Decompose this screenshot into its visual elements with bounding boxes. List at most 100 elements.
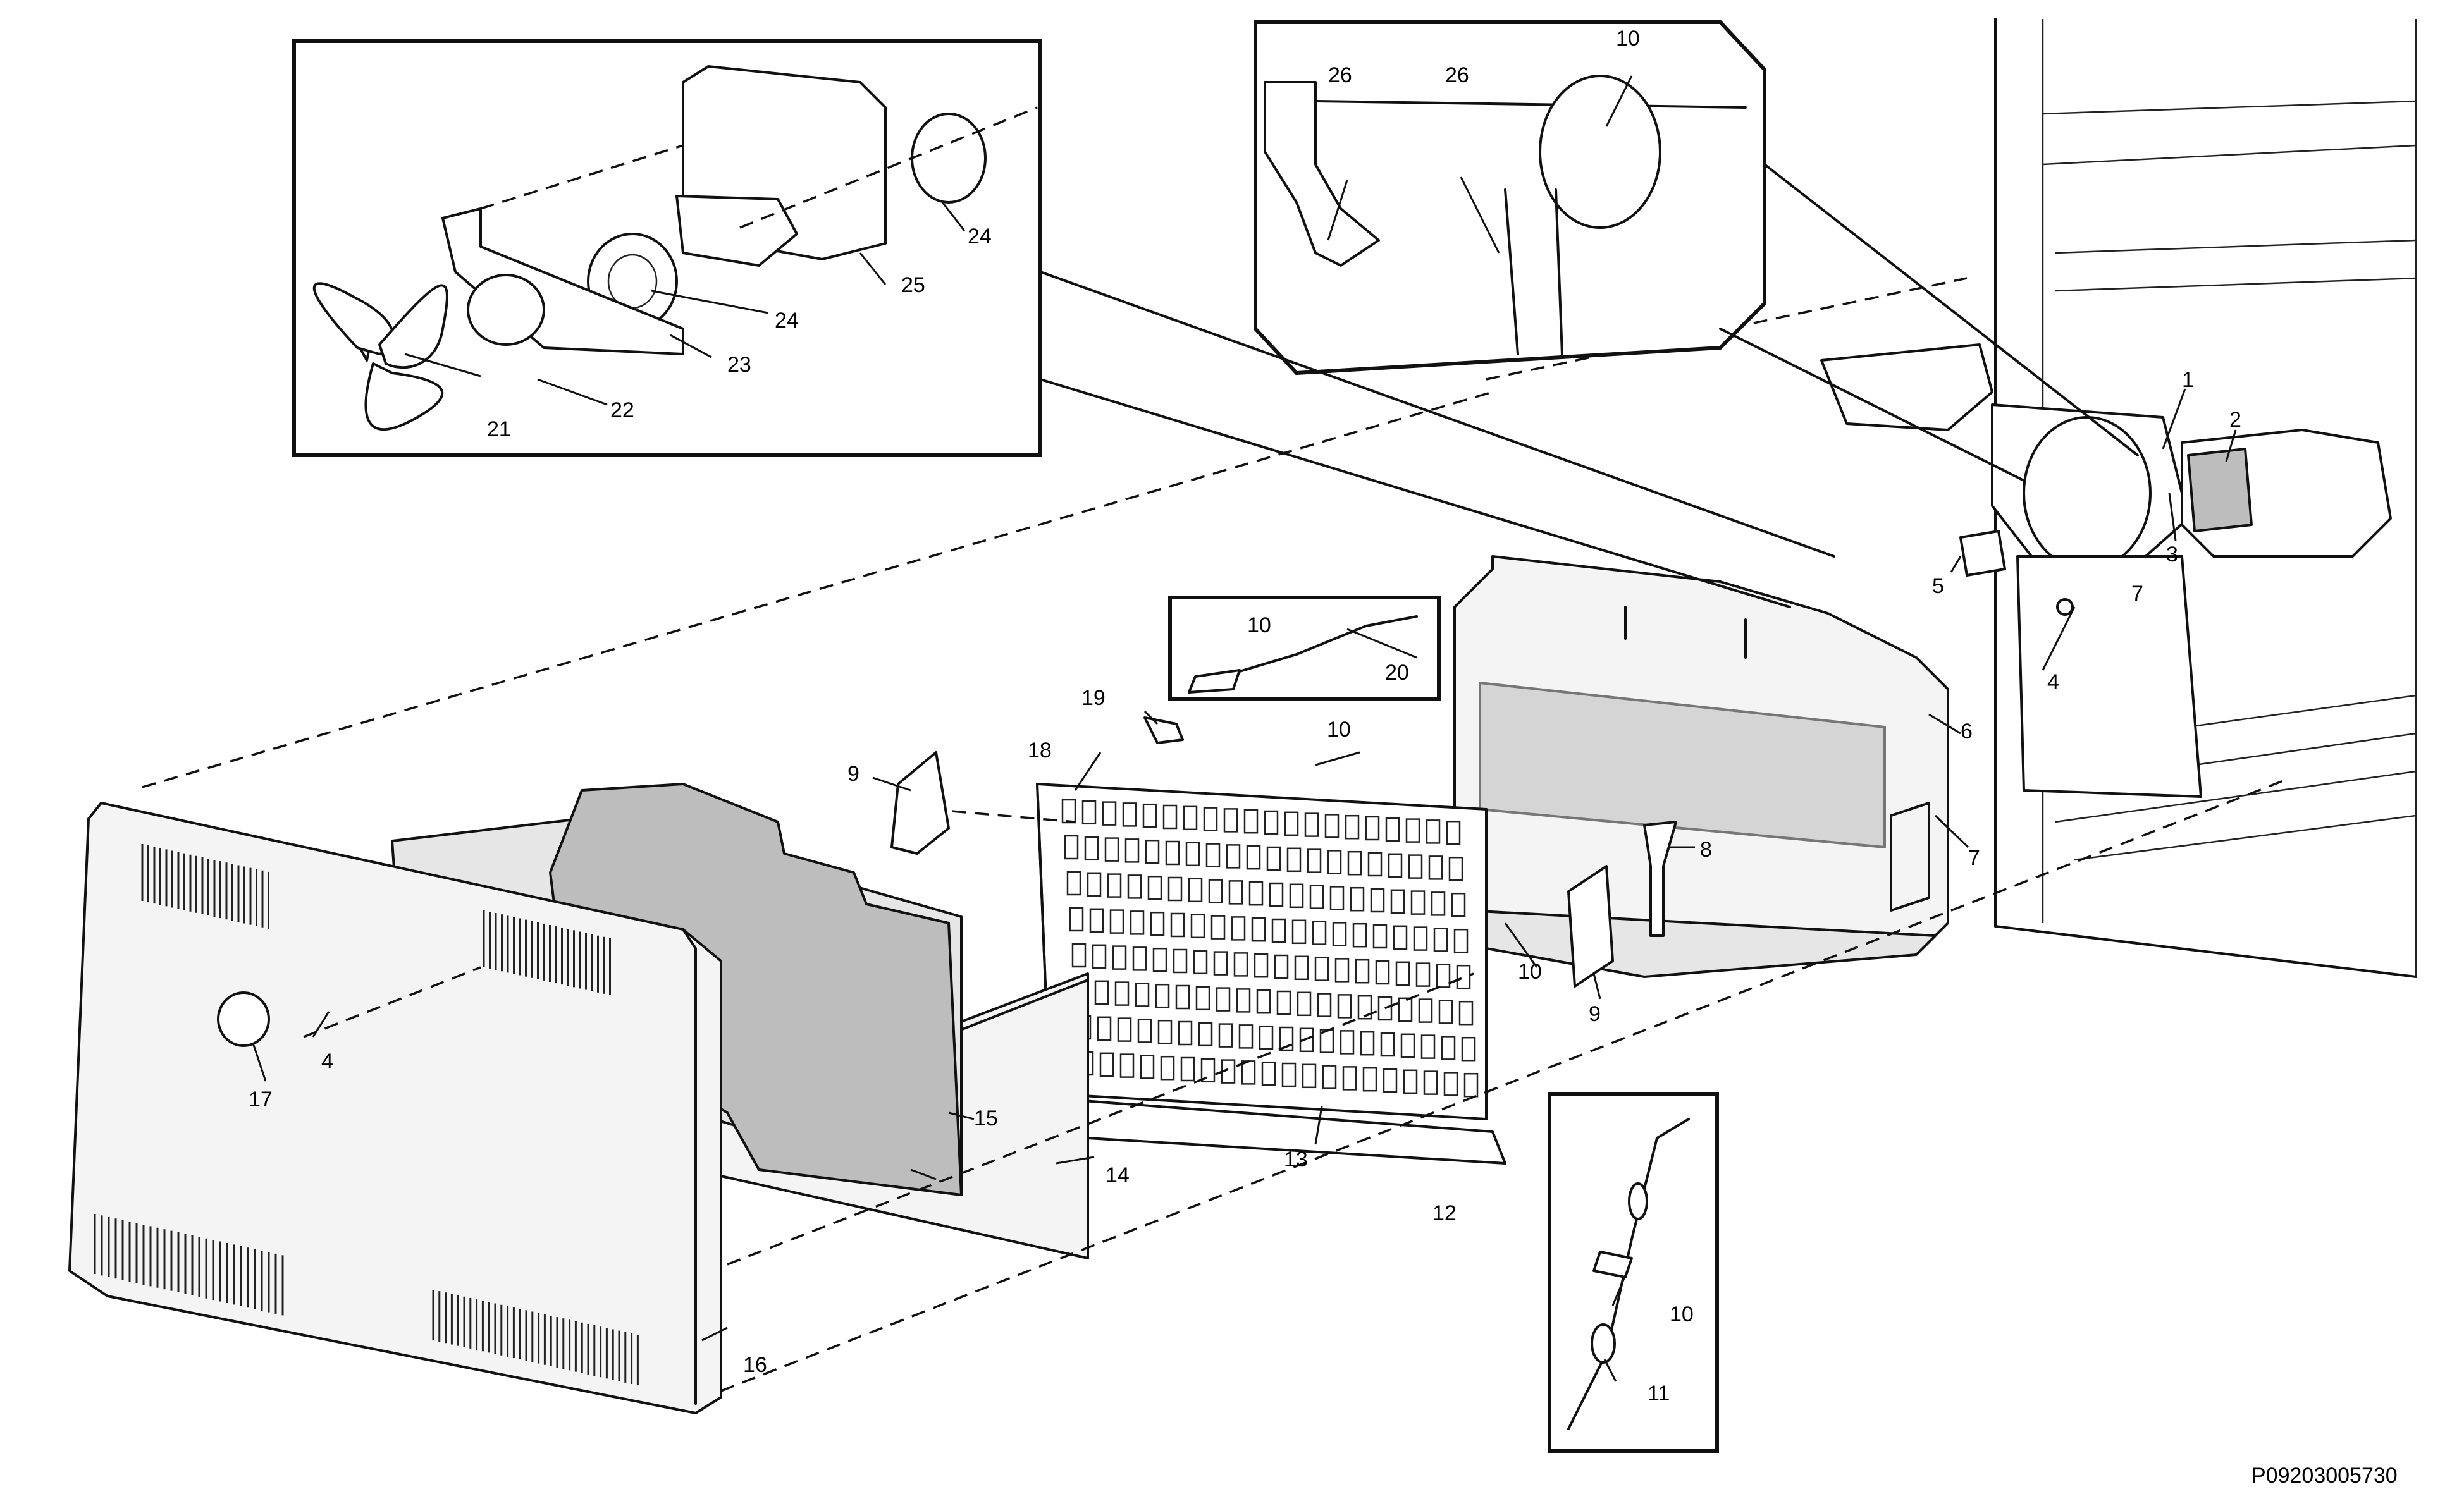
evaporator-fin [1066,871,1081,896]
callout-19: 19 [1081,686,1106,710]
rear-duct-cover [1453,555,1949,978]
callout-4-left: 4 [321,1050,333,1074]
evaporator-fin [1132,946,1147,971]
callout-24-hub: 24 [775,309,799,333]
evaporator-fin [1198,1022,1213,1047]
refrigerator-cabinet [1994,18,2417,978]
evaporator-fin [1398,997,1413,1022]
evaporator-fin [1089,908,1104,933]
callout-numbers: 1 2 3 5 7 4 6 7 8 10 20 19 10 18 9 10 9 … [249,27,2241,1405]
evaporator-fin [1375,960,1390,985]
evaporator-fin [1170,912,1185,938]
air-duct-inset [1254,20,1766,376]
evaporator-fin [1246,845,1261,870]
evaporator-fin [1405,818,1420,843]
evaporator-fin [1069,907,1084,932]
evaporator-fin [1226,844,1241,869]
evaporator-fin [1294,955,1309,981]
evaporator-fin [1332,922,1347,946]
evaporator-coil [1036,783,1506,1165]
evaporator-fin [1119,1053,1135,1078]
evaporator-fin [1243,809,1259,834]
evaporator-fin [1135,983,1150,1007]
evaporator-bracket-left [890,751,950,855]
evaporator-fin [1291,919,1307,945]
evaporator-fin [1443,1072,1458,1096]
evaporator-fin [1099,1052,1114,1077]
callout-10-cord: 10 [1670,1302,1694,1326]
evaporator-fin [1299,1027,1314,1053]
callout-20: 20 [1385,661,1409,685]
evaporator-fin [1208,879,1223,903]
evaporator-fin [1109,909,1124,934]
evaporator-fin [1274,954,1289,979]
evaporator-fin [1461,1036,1476,1062]
document-code: P09203005730 [2251,1464,2398,1488]
callout-25: 25 [901,273,925,297]
evaporator-fin [1152,947,1167,972]
evaporator-fin [1112,945,1127,970]
evaporator-fin [1190,914,1205,939]
evaporator-fin [1087,872,1102,897]
evaporator-fin [1345,814,1360,840]
evaporator-fin [1395,961,1410,986]
evaporator-fin [1251,917,1266,942]
evaporator-fin [1380,1032,1395,1057]
evaporator-fin [1281,1062,1297,1087]
evaporator-fin [1383,1068,1398,1093]
evaporator-fin [1193,950,1208,975]
evaporator-fin [1241,1060,1256,1085]
evaporator-fin [1408,854,1423,879]
evaporator-fin [1456,964,1471,989]
evaporator-fin [1347,850,1362,876]
evaporator-fin [1231,916,1246,941]
evaporator-fin [1264,810,1279,835]
evaporator-fin [1223,808,1238,833]
evaporator-fin [1400,1033,1415,1058]
callout-leaders [252,75,2237,1382]
evaporator-fin [1236,988,1251,1013]
callout-11: 11 [1648,1381,1670,1405]
evaporator-fin [1213,951,1228,976]
callout-10-wire: 10 [1247,613,1271,637]
callout-17: 17 [249,1087,273,1111]
callout-16: 16 [743,1353,767,1377]
callout-23: 23 [727,353,751,377]
callout-24-disc: 24 [968,224,992,248]
evaporator-fin [1173,948,1188,974]
evaporator-fin [1117,1017,1132,1042]
evaporator-fin [1142,803,1157,828]
evaporator-fin [1092,944,1107,969]
bracket-8 [1643,821,1677,937]
evaporator-fin [1360,1031,1375,1056]
evaporator-fin [1162,804,1178,830]
evaporator-fin [1426,819,1441,844]
callout-10-coil: 10 [1327,718,1351,742]
evaporator-fin [1302,1063,1317,1089]
evaporator-fin [1180,1056,1195,1082]
evaporator-fin [1081,800,1097,825]
callout-7-bottom: 7 [1968,846,1980,870]
evaporator-fin [1329,886,1345,910]
evaporator-fin [1084,836,1099,861]
evaporator-fin [1233,952,1248,977]
callout-13: 13 [1284,1148,1308,1172]
evaporator-fin [1205,843,1221,867]
evaporator-fin [1418,998,1433,1023]
evaporator-fin [1071,943,1087,968]
evaporator-fin [1433,928,1448,952]
evaporator-fin [1307,848,1322,873]
evaporator-fin [1367,852,1383,877]
evaporator-fin [1314,957,1329,981]
evaporator-fin [1337,994,1352,1019]
evaporator-fin [1276,990,1291,1015]
evaporator-fin [1355,958,1370,984]
evaporator-fin [1155,983,1170,1008]
evaporator-fin [1248,881,1264,906]
callout-10-duct: 10 [1616,27,1640,51]
evaporator-fin [1165,840,1180,866]
evaporator-fin [1178,1020,1193,1046]
inset-connector-lines [1039,163,2139,608]
evaporator-fin [1365,816,1380,841]
